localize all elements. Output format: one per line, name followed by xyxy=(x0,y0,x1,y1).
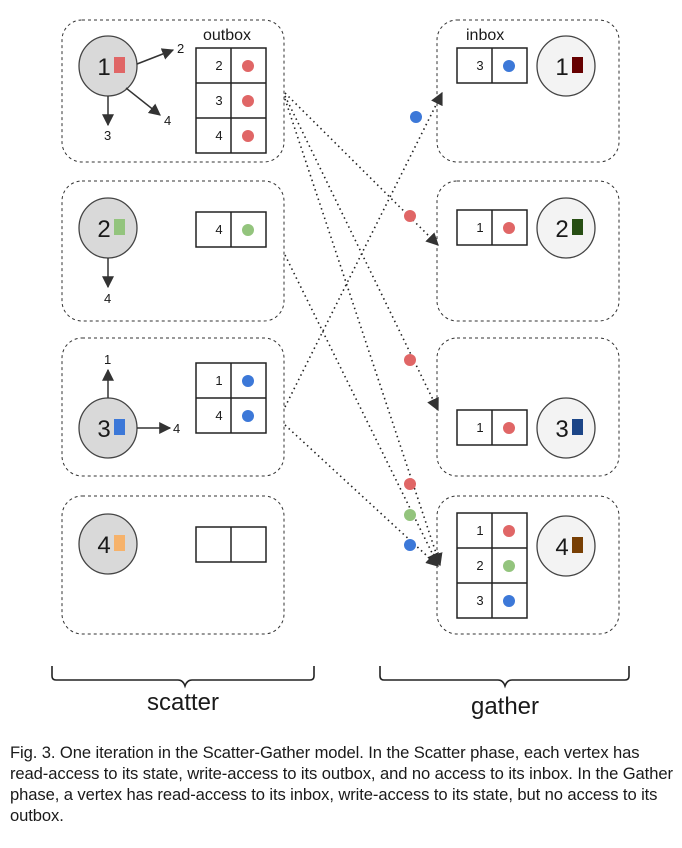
edge-2-to-4-label: 4 xyxy=(104,291,111,306)
figure-caption: Fig. 3. One iteration in the Scatter-Gat… xyxy=(10,743,673,825)
gather-vertex-3-label: 3 xyxy=(555,416,568,443)
scatter-panel-1 xyxy=(61,19,285,163)
gather-vertex-4-state xyxy=(572,537,583,553)
outbox-2-message-row-1 xyxy=(242,224,254,236)
vertex-1-edges: 2 3 4 xyxy=(102,41,184,143)
outbox-3-target-row-2: 4 xyxy=(215,408,222,423)
inbox-2-message-row-1 xyxy=(503,222,515,234)
scatter-vertex-3-label: 3 xyxy=(97,416,110,443)
scatter-gather-diagram: outbox inbox 1 2 3 4 2 3 4 4 1 4 xyxy=(51,19,630,720)
scatter-vertex-4: 4 xyxy=(78,513,138,575)
outbox-2: 4 xyxy=(195,211,267,248)
scatter-vertex-2: 2 xyxy=(78,197,138,259)
edge-1-to-4-label: 4 xyxy=(164,113,171,128)
scatter-vertex-3: 3 xyxy=(78,397,138,459)
scatter-vertex-3-state xyxy=(114,419,125,435)
outbox-4 xyxy=(195,526,267,563)
outbox-1-target-row-2: 3 xyxy=(215,93,222,108)
gather-phase-label: gather xyxy=(471,693,539,720)
inbox-4: 1 2 3 xyxy=(456,512,528,619)
inbox-3-message-row-1 xyxy=(503,422,515,434)
edge-1-to-2-arrow xyxy=(136,48,175,65)
route-3-to-1 xyxy=(284,91,443,408)
gather-vertex-1-label: 1 xyxy=(555,54,568,81)
gather-vertex-3-state xyxy=(572,419,583,435)
inbox-1-message-row-1 xyxy=(503,60,515,72)
outbox-1-message-row-1 xyxy=(242,60,254,72)
transit-message-3-to-4 xyxy=(404,539,416,551)
route-1-to-2 xyxy=(284,92,439,246)
inbox-4-source-row-1: 1 xyxy=(476,523,483,538)
route-1-to-4 xyxy=(284,98,443,567)
transit-message-1-to-3 xyxy=(404,354,416,366)
vertex-3-edges: 1 4 xyxy=(102,352,180,436)
scatter-brace xyxy=(51,666,315,689)
edge-1-to-4-arrow xyxy=(125,87,161,116)
scatter-panel-3 xyxy=(61,337,285,477)
outbox-1-target-row-1: 2 xyxy=(215,58,222,73)
gather-vertex-2-state xyxy=(572,219,583,235)
outbox-label: outbox xyxy=(203,27,251,44)
gather-panel-3 xyxy=(436,337,620,477)
inbox-4-message-row-3 xyxy=(503,595,515,607)
inbox-3: 1 xyxy=(456,409,528,446)
edge-1-to-2-label: 2 xyxy=(177,41,184,56)
gather-vertex-3: 3 xyxy=(536,397,596,459)
gather-vertex-4: 4 xyxy=(536,515,596,577)
outbox-1-message-row-2 xyxy=(242,95,254,107)
inbox-2: 1 xyxy=(456,209,528,246)
inbox-4-message-row-1 xyxy=(503,525,515,537)
edge-3-to-4-label: 4 xyxy=(173,421,180,436)
scatter-vertex-2-state xyxy=(114,219,125,235)
inbox-3-source-row-1: 1 xyxy=(476,420,483,435)
inbox-label: inbox xyxy=(466,27,504,44)
outbox-1-message-row-3 xyxy=(242,130,254,142)
scatter-phase-label: scatter xyxy=(147,689,219,716)
inbox-4-message-row-2 xyxy=(503,560,515,572)
inbox-2-source-row-1: 1 xyxy=(476,220,483,235)
gather-brace xyxy=(379,666,630,689)
inbox-4-source-row-2: 2 xyxy=(476,558,483,573)
scatter-vertex-4-label: 4 xyxy=(97,532,110,559)
message-routes xyxy=(284,91,443,567)
scatter-vertex-1-state xyxy=(114,57,125,73)
scatter-vertex-1: 1 xyxy=(78,35,138,97)
transit-message-3-to-1 xyxy=(410,111,422,123)
outbox-2-target-row-1: 4 xyxy=(215,222,222,237)
outbox-3-target-row-1: 1 xyxy=(215,373,222,388)
route-2-to-4 xyxy=(284,254,439,567)
outbox-1: 2 3 4 xyxy=(195,47,267,154)
inbox-1: 3 xyxy=(456,47,528,84)
edge-3-to-1-label: 1 xyxy=(104,352,111,367)
scatter-vertex-2-label: 2 xyxy=(97,216,110,243)
outbox-3-message-row-1 xyxy=(242,375,254,387)
gather-vertex-1: 1 xyxy=(536,35,596,97)
scatter-vertex-1-label: 1 xyxy=(97,54,110,81)
edge-1-to-3-label: 3 xyxy=(104,128,111,143)
scatter-panel-4 xyxy=(61,495,285,635)
scatter-panel-2 xyxy=(61,180,285,322)
gather-vertex-2: 2 xyxy=(536,197,596,259)
inbox-1-source-row-1: 3 xyxy=(476,58,483,73)
inbox-4-source-row-3: 3 xyxy=(476,593,483,608)
gather-vertex-4-label: 4 xyxy=(555,534,568,561)
gather-panel-1 xyxy=(436,19,620,163)
vertex-2-edges: 4 xyxy=(102,258,114,306)
gather-panel-2 xyxy=(436,180,620,322)
transit-message-2-to-4 xyxy=(404,509,416,521)
outbox-3: 1 4 xyxy=(195,362,267,434)
outbox-1-target-row-3: 4 xyxy=(215,128,222,143)
outbox-3-message-row-2 xyxy=(242,410,254,422)
gather-vertex-2-label: 2 xyxy=(555,216,568,243)
transit-message-1-to-4 xyxy=(404,478,416,490)
scatter-vertex-4-state xyxy=(114,535,125,551)
gather-vertex-1-state xyxy=(572,57,583,73)
transit-message-1-to-2 xyxy=(404,210,416,222)
